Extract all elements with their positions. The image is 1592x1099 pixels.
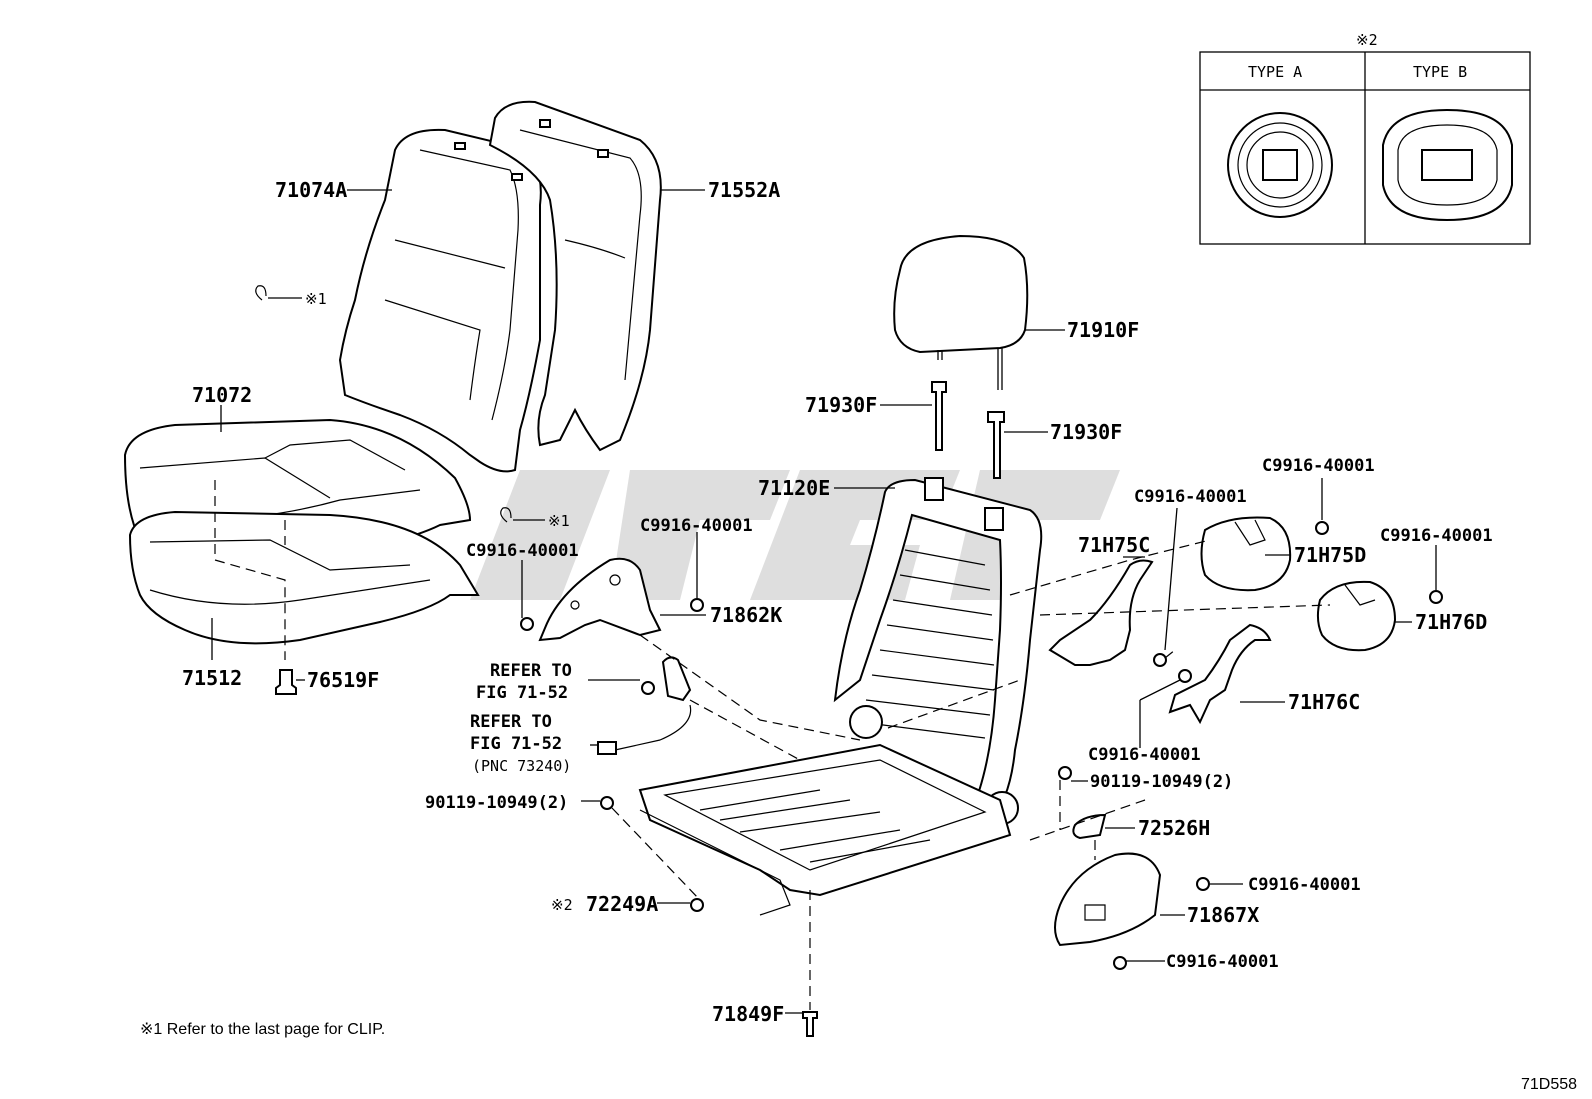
label-76519F: 76519F	[307, 668, 379, 692]
label-c9916-g: C9916-40001	[1248, 875, 1361, 895]
cover-71H75D	[1200, 516, 1292, 592]
label-refer-2-line1: REFER TO	[470, 712, 552, 732]
label-bolt-left: 90119-10949(2)	[425, 793, 568, 813]
clip-symbol-top	[255, 285, 302, 301]
cover-71H76C	[1168, 623, 1272, 725]
seatback-cover-71074A	[338, 128, 542, 473]
assembly-lines	[611, 539, 1331, 1010]
label-71867X: 71867X	[1187, 903, 1259, 927]
cover-71H75C	[1048, 559, 1154, 666]
label-c9916-a: C9916-40001	[1262, 456, 1375, 476]
screw-76519F	[275, 669, 297, 695]
label-refer-1-line2: FIG 71-52	[476, 683, 568, 703]
label-mark-2: ※2	[551, 896, 573, 914]
label-c9916-e: C9916-40001	[466, 541, 579, 561]
headrest-guide-71930F-right	[987, 411, 1005, 479]
headrest-71910F	[893, 234, 1029, 390]
label-72249A: 72249A	[586, 892, 658, 916]
label-bolt-right: 90119-10949(2)	[1090, 772, 1233, 792]
label-refer-1-line1: REFER TO	[490, 661, 572, 681]
label-71074A: 71074A	[275, 178, 347, 202]
label-71H75D: 71H75D	[1294, 543, 1366, 567]
footnote: ※1 Refer to the last page for CLIP.	[140, 1021, 385, 1038]
seatback-pad-71552A	[488, 100, 662, 452]
label-clip-mark-top: ※1	[305, 290, 327, 308]
inset-table-type-ab	[1199, 51, 1531, 245]
label-clip-mark-mid: ※1	[548, 512, 570, 530]
label-71862K: 71862K	[710, 603, 782, 627]
label-72526H: 72526H	[1138, 816, 1210, 840]
label-c9916-c: C9916-40001	[1380, 526, 1493, 546]
label-c9916-b: C9916-40001	[1134, 487, 1247, 507]
label-c9916-f: C9916-40001	[1088, 745, 1201, 765]
label-71H76C: 71H76C	[1288, 690, 1360, 714]
seat-cushion-pad-71512	[128, 510, 480, 645]
label-71910F: 71910F	[1067, 318, 1139, 342]
figure-code: 71D558	[1521, 1076, 1577, 1093]
cover-71H76D	[1316, 580, 1397, 652]
inset-type-b-header: TYPE B	[1413, 63, 1467, 81]
label-71072: 71072	[192, 383, 252, 407]
label-refer-2-line2: FIG 71-52	[470, 734, 562, 754]
label-71512: 71512	[182, 666, 242, 690]
seat-cushion-frame	[638, 743, 1012, 916]
pad-72526H	[1072, 813, 1107, 840]
clip-symbol-mid	[500, 507, 545, 523]
fasteners	[520, 521, 1443, 1037]
label-71H75C: 71H75C	[1078, 533, 1150, 557]
label-71H76D: 71H76D	[1415, 610, 1487, 634]
label-c9916-h: C9916-40001	[1166, 952, 1279, 972]
seatbelt-buckle	[597, 656, 692, 755]
label-71120E: 71120E	[758, 476, 830, 500]
leader-lines	[211, 189, 1437, 1014]
label-71552A: 71552A	[708, 178, 780, 202]
label-c9916-d: C9916-40001	[640, 516, 753, 536]
label-71849F: 71849F	[712, 1002, 784, 1026]
label-71930F-left: 71930F	[805, 393, 877, 417]
headrest-guide-71930F-left	[931, 381, 947, 451]
inset-type-a-header: TYPE A	[1248, 63, 1302, 81]
inset-mark: ※2	[1356, 31, 1378, 49]
label-71930F-right: 71930F	[1050, 420, 1122, 444]
label-refer-2-line3: (PNC 73240)	[472, 757, 571, 775]
cover-71867X	[1054, 852, 1162, 947]
